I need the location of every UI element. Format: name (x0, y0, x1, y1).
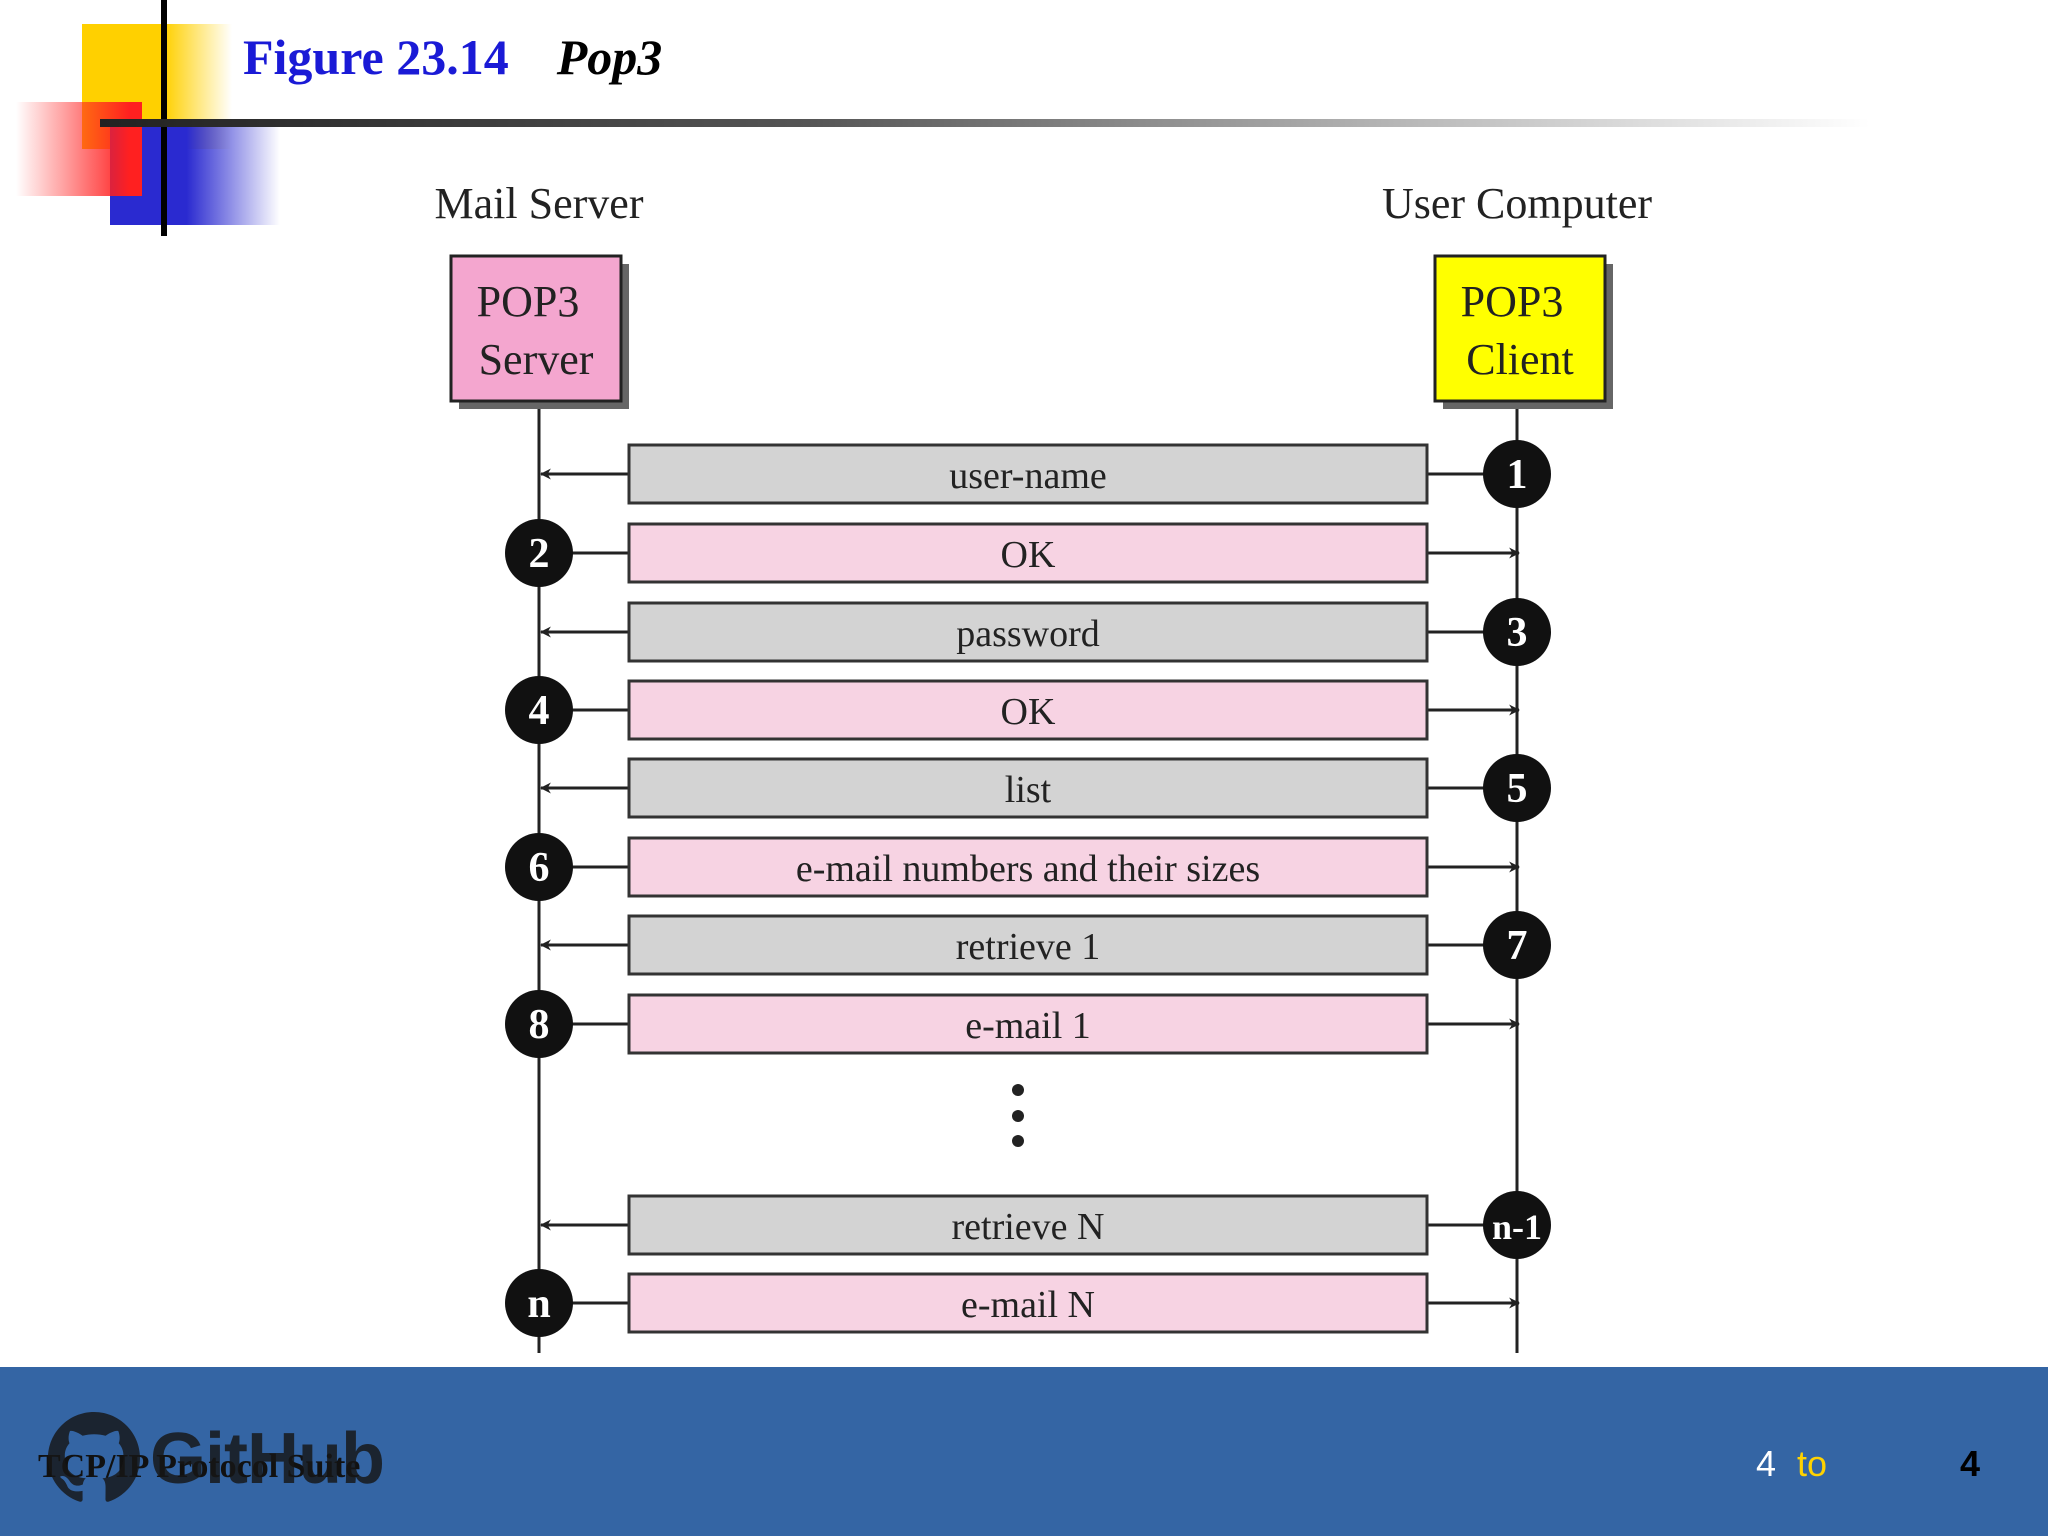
step-badge (1483, 1191, 1551, 1259)
user-computer-heading: User Computer (1382, 179, 1652, 228)
footer-bar (0, 1367, 2048, 1536)
response-message-bar (627, 679, 1429, 741)
message-row: e-mail N n (505, 1269, 1521, 1337)
message-row: user-name 1 (539, 440, 1551, 508)
request-message-bar (627, 1194, 1429, 1256)
request-message-bar (627, 757, 1429, 819)
message-label: list (1005, 769, 1052, 811)
server-box-line1: POP3 (477, 277, 580, 326)
response-message-bar (627, 836, 1429, 898)
footer-suite-text: TCP/IP Protocol Suite (38, 1448, 361, 1485)
github-wordmark: GitHub (150, 1419, 385, 1499)
response-message-bar (627, 993, 1429, 1055)
request-message-bar (627, 443, 1429, 505)
continuation-dot (1012, 1084, 1024, 1096)
title-rule (100, 119, 1870, 127)
page-number-current: 4 (1756, 1443, 1777, 1484)
step-badge (1483, 754, 1551, 822)
step-number: 6 (529, 845, 550, 891)
step-number: 5 (1507, 766, 1528, 812)
client-box-line1: POP3 (1461, 277, 1564, 326)
pop3-client-box (1433, 254, 1607, 403)
step-number: n-1 (1492, 1207, 1542, 1247)
step-badge (505, 990, 573, 1058)
step-number: 3 (1507, 610, 1528, 656)
message-label: OK (1001, 534, 1056, 576)
message-row: OK 2 (505, 519, 1521, 587)
pop3-server-box (449, 254, 623, 403)
corner-red-square (16, 102, 142, 196)
message-label: user-name (949, 455, 1107, 497)
message-row: retrieve 1 7 (539, 911, 1551, 979)
request-message-bar (627, 914, 1429, 976)
message-label: e-mail 1 (965, 1005, 1091, 1047)
message-row: e-mail 1 8 (505, 990, 1521, 1058)
page-number-separator: to (1797, 1443, 1828, 1484)
pop3-sequence-diagram: Mail Server User Computer POP3 Server PO… (435, 179, 1652, 1353)
message-label: retrieve 1 (956, 926, 1101, 968)
mail-server-heading: Mail Server (435, 179, 644, 228)
slide-title: Figure 23.14 Pop3 (243, 28, 662, 86)
server-box-line2: Server (479, 335, 594, 384)
step-badge (505, 519, 573, 587)
message-row: e-mail numbers and their sizes 6 (505, 833, 1521, 901)
page-number-total: 4 (1960, 1443, 1981, 1484)
step-badge (505, 1269, 573, 1337)
step-number: 4 (529, 688, 550, 734)
step-badge (1483, 598, 1551, 666)
step-badge (505, 833, 573, 901)
message-label: e-mail N (961, 1284, 1095, 1326)
step-number: 7 (1507, 923, 1528, 969)
response-message-bar (627, 1272, 1429, 1334)
message-row: retrieve N n-1 (539, 1191, 1551, 1259)
continuation-dot (1012, 1135, 1024, 1147)
step-badge (1483, 911, 1551, 979)
message-row: password 3 (539, 598, 1551, 666)
figure-name: Pop3 (556, 29, 663, 85)
figure-label: Figure 23.14 (243, 29, 509, 85)
step-badge (505, 676, 573, 744)
step-badge (1483, 440, 1551, 508)
continuation-dot (1012, 1110, 1024, 1122)
response-message-bar (627, 522, 1429, 584)
step-number: n (527, 1281, 550, 1327)
message-label: retrieve N (952, 1206, 1105, 1248)
github-octocat-icon (48, 1412, 140, 1502)
message-label: e-mail numbers and their sizes (796, 848, 1260, 890)
step-number: 1 (1507, 452, 1528, 498)
client-box-line2: Client (1466, 335, 1574, 384)
request-message-bar (627, 601, 1429, 663)
step-number: 8 (529, 1002, 550, 1048)
step-number: 2 (529, 531, 550, 577)
corner-vertical-line (161, 0, 167, 236)
message-label: password (956, 613, 1100, 655)
message-row: list 5 (539, 754, 1551, 822)
message-row: OK 4 (505, 676, 1521, 744)
message-label: OK (1001, 691, 1056, 733)
